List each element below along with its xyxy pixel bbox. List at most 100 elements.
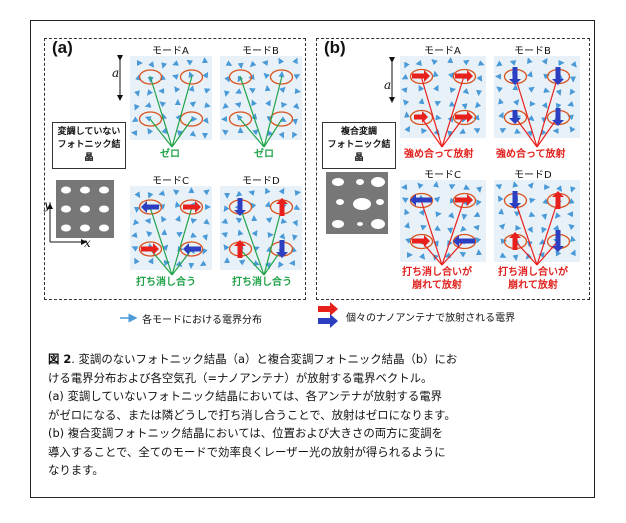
field-arrow (496, 86, 503, 93)
field-arrow (252, 129, 259, 136)
radiated-field-arrow (276, 240, 288, 258)
radiated-field-arrow (410, 194, 432, 206)
callout-zero-b: ゼロ (254, 149, 274, 160)
field-arrow (189, 130, 197, 137)
field-arrow (221, 232, 228, 238)
field-arrow (476, 249, 482, 256)
callout-line-strong-b (514, 116, 538, 148)
field-arrow (415, 60, 422, 66)
field-arrow (279, 233, 286, 240)
field-arrow (161, 62, 168, 69)
field-arrow (418, 84, 425, 92)
crystal-b-hole (371, 219, 385, 229)
field-arrow (526, 57, 533, 64)
field-arrow (134, 103, 140, 111)
panel-b (316, 38, 590, 300)
panel-a-mode-a-title: モードA (152, 46, 189, 57)
field-arrow (431, 58, 438, 66)
field-arrow (131, 116, 139, 123)
mode-c-field-map (130, 186, 212, 270)
field-arrow (202, 117, 209, 124)
crystal-a-hole (99, 186, 109, 194)
field-arrow (203, 88, 211, 94)
field-arrow (476, 199, 482, 206)
field-arrow (496, 60, 503, 67)
field-arrow (539, 238, 546, 245)
field-arrow (253, 260, 260, 266)
field-arrow (476, 75, 483, 82)
panel-b-mode-c-title: モードC (424, 170, 461, 181)
legend-blue-arrow-icon (318, 314, 338, 328)
field-arrow (248, 190, 255, 196)
panel-a-crystal-label-line2: フォトニック結晶 (57, 140, 121, 163)
air-hole-ellipse (138, 111, 163, 127)
callout-line-broken-d (514, 199, 538, 266)
field-arrow (449, 87, 457, 94)
field-arrow (498, 111, 504, 119)
field-arrow (477, 60, 485, 66)
field-arrow (188, 85, 195, 92)
field-arrow (463, 59, 470, 66)
callout-strong-a: 強め合って放射 (404, 149, 474, 160)
callout-line-cancel-d (239, 248, 265, 276)
field-arrow (459, 128, 466, 134)
field-arrow (147, 257, 154, 265)
air-hole-ellipse (228, 69, 253, 85)
field-arrow (249, 60, 257, 68)
field-arrow (435, 114, 442, 121)
callout-broken-c-line1: 打ち消し合いが (402, 267, 472, 278)
air-hole-ellipse (179, 241, 204, 257)
crystal-b-hole (332, 178, 344, 186)
callout-line-cancel-c (149, 206, 173, 276)
crystal-a-hole (61, 186, 71, 194)
callout-line-broken-c (441, 240, 465, 266)
crystal-a-hole (99, 224, 109, 232)
field-arrow (204, 102, 211, 108)
field-arrow (404, 125, 411, 133)
air-hole-ellipse (452, 192, 477, 209)
field-arrow (512, 181, 519, 188)
callout-line-zero-a (149, 118, 173, 148)
field-arrow (418, 97, 425, 105)
field-arrow (173, 189, 180, 196)
field-arrow (526, 70, 533, 78)
field-arrow (554, 212, 561, 219)
radiated-field-arrow (509, 110, 521, 124)
radiated-field-arrow (234, 198, 246, 216)
field-arrow (527, 182, 534, 189)
field-arrow (473, 224, 480, 231)
field-arrow (278, 131, 285, 139)
panel-a-label: (a) (52, 38, 73, 57)
field-arrow (161, 127, 168, 135)
field-arrow (221, 218, 228, 224)
crystal-b-hole (336, 199, 344, 205)
panel-a-mode-b-title: モードB (242, 46, 279, 57)
field-arrow (134, 257, 140, 265)
field-arrow (402, 99, 410, 106)
radiated-field-arrow (183, 243, 201, 255)
field-arrow (476, 186, 482, 193)
field-arrow (514, 128, 521, 134)
caption-line-2: ける電界分布および各空気孔（=ナノアンテナ）が放射する電界ベクトル。 (48, 370, 433, 385)
field-arrow (433, 196, 441, 203)
field-arrow (568, 224, 575, 231)
field-arrow (292, 219, 298, 227)
field-arrow (570, 235, 576, 243)
field-arrow (265, 187, 271, 195)
caption-line-6: 導入することで、全てのモードで効率良くレーザー光の放射が得られるように (48, 444, 446, 459)
field-arrow (237, 62, 244, 69)
crystal-a-hole (80, 224, 90, 232)
field-arrow (449, 197, 457, 204)
field-arrow (278, 57, 285, 65)
field-arrow (161, 215, 167, 223)
field-arrow (278, 261, 284, 268)
field-arrow (176, 130, 184, 136)
field-arrow (555, 89, 562, 96)
mode-a-field-map (130, 56, 212, 140)
field-arrow (293, 74, 301, 80)
crystal-a-hole (80, 186, 90, 194)
field-arrow (292, 102, 300, 110)
field-arrow (294, 190, 301, 196)
field-arrow (420, 225, 427, 231)
field-arrow (401, 87, 408, 94)
